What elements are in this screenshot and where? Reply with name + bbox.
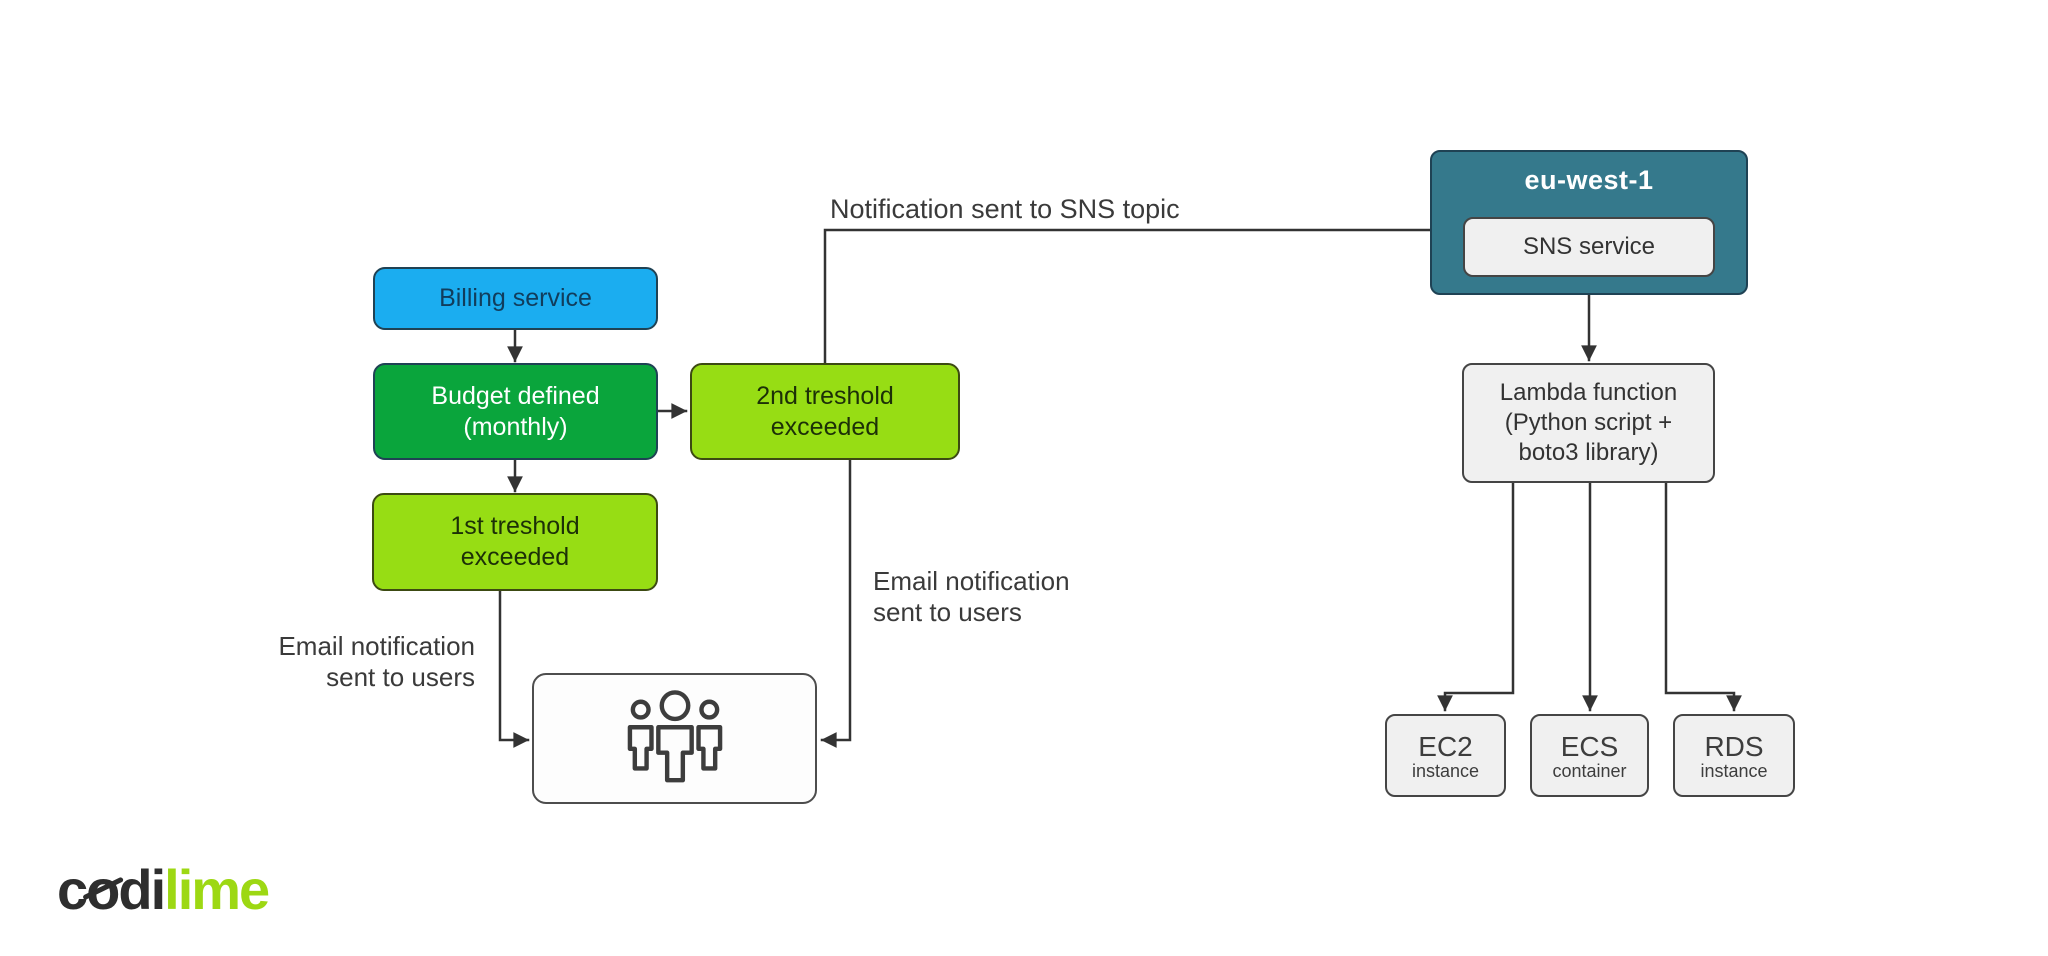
region-title: eu-west-1 xyxy=(1524,165,1654,195)
node-label: 2nd treshold xyxy=(756,381,894,410)
edge-label-email-left: Email notification sent to users xyxy=(275,631,475,693)
node-second-threshold: 2nd treshold exceeded xyxy=(690,363,960,460)
logo-text-dark: c xyxy=(57,858,88,921)
node-ecs-container: ECS container xyxy=(1530,714,1649,797)
node-title: EC2 xyxy=(1418,730,1473,762)
connector-lambda-to-ec2 xyxy=(1437,482,1515,712)
connector-lambda-to-rds xyxy=(1664,482,1742,712)
node-subtitle: instance xyxy=(1700,760,1768,781)
codilime-logo: codilime xyxy=(57,858,270,922)
node-users xyxy=(532,673,817,804)
node-label: (monthly) xyxy=(463,412,568,441)
node-billing-service: Billing service xyxy=(373,267,658,330)
logo-text-dark: di xyxy=(118,858,166,921)
node-label: Lambda function xyxy=(1499,379,1678,406)
connector-threshold1-to-users xyxy=(498,590,530,748)
node-label: Budget defined xyxy=(431,381,600,410)
node-title: ECS xyxy=(1560,730,1619,762)
node-label: (Python script + xyxy=(1504,409,1673,436)
node-label: Billing service xyxy=(439,284,592,312)
node-label: exceeded xyxy=(460,543,570,571)
edge-label-line: sent to users xyxy=(326,662,475,692)
edge-label-line: Email notification xyxy=(278,631,475,661)
edge-label-email-right: Email notification sent to users xyxy=(873,566,1070,628)
node-budget-defined: Budget defined (monthly) xyxy=(373,363,658,460)
node-rds-instance: RDS instance xyxy=(1673,714,1795,797)
edge-label-line: Email notification xyxy=(873,566,1070,596)
logo-text-green: lime xyxy=(164,858,270,921)
edge-label-notification-to-sns: Notification sent to SNS topic xyxy=(830,194,1180,224)
node-first-threshold: 1st treshold exceeded xyxy=(372,493,658,591)
node-label: SNS service xyxy=(1522,233,1656,260)
logo-letter-o: o xyxy=(82,858,124,922)
connector-threshold2-to-sns xyxy=(823,222,1454,364)
node-label: exceeded xyxy=(770,412,880,441)
node-title: RDS xyxy=(1704,730,1764,762)
node-label: boto3 library) xyxy=(1518,439,1659,466)
node-subtitle: instance xyxy=(1411,760,1480,781)
node-subtitle: container xyxy=(1552,760,1627,781)
node-label: 1st treshold xyxy=(450,512,580,540)
edge-label-line: sent to users xyxy=(873,597,1022,627)
node-sns-service: SNS service xyxy=(1463,217,1715,277)
node-ec2-instance: EC2 instance xyxy=(1385,714,1506,797)
node-lambda-function: Lambda function (Python script + boto3 l… xyxy=(1462,363,1715,483)
connector-threshold2-to-users xyxy=(820,459,852,748)
users-group-icon xyxy=(627,689,722,782)
